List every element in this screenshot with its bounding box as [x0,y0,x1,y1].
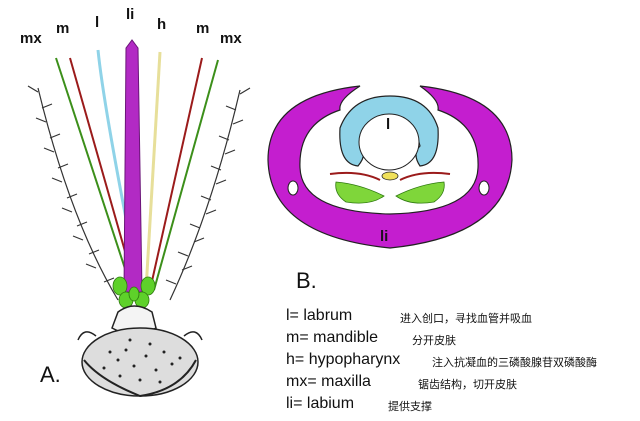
label-mx-left: mx [20,30,42,47]
legend-term: mx= maxilla [286,373,371,390]
legend-item-labrum: l= labrum 进入创口，寻找血管并吸血 [286,307,532,325]
panel-b-label: B. [296,268,317,293]
legend-item-mandible: m= mandible 分开皮肤 [286,329,456,347]
legend-note: 锯齿结构，切开皮肤 [418,379,517,391]
labium-shape [123,39,143,293]
legend-note: 提供支撑 [388,401,432,413]
label-li: li [126,6,135,23]
legend-note: 进入创口，寻找血管并吸血 [400,313,532,325]
legend-term: l= labrum [286,307,353,324]
right-palp-icon [165,87,251,301]
maxilla-cross-section [335,181,385,204]
legend-term: li= labium [286,395,355,412]
legend-term: h= hypopharynx [286,351,401,368]
maxilla-left-stylet [55,57,133,291]
labium-cross-section [267,85,513,249]
label-mx-right: mx [220,30,242,47]
label-li-inner: li [380,228,389,245]
label-m-right: m [196,20,210,37]
left-palp-icon [27,85,119,301]
legend-item-maxilla: mx= maxilla 锯齿结构，切开皮肤 [286,373,517,391]
cross-section-icon [267,85,513,249]
hypopharynx-stylet [144,51,162,291]
green-palp-bases [112,276,156,309]
legend-item-hypopharynx: h= hypopharynx 注入抗凝血的三磷酸腺苷双磷酸酶 [286,351,597,369]
panel-a-label: A. [40,362,61,387]
maxilla-right-stylet [153,59,219,291]
label-l-inner: l [386,116,391,133]
label-h: h [157,16,167,33]
labrum-cross-section [339,95,439,167]
label-l: l [95,14,100,31]
legend-term: m= mandible [286,329,379,346]
head-icon [77,305,203,398]
legend-note: 注入抗凝血的三磷酸腺苷双磷酸酶 [432,357,597,369]
label-m-left: m [56,20,70,37]
legend-note: 分开皮肤 [412,335,456,347]
legend-item-labium: li= labium 提供支撑 [286,395,432,413]
mandible-right-stylet [149,57,203,291]
